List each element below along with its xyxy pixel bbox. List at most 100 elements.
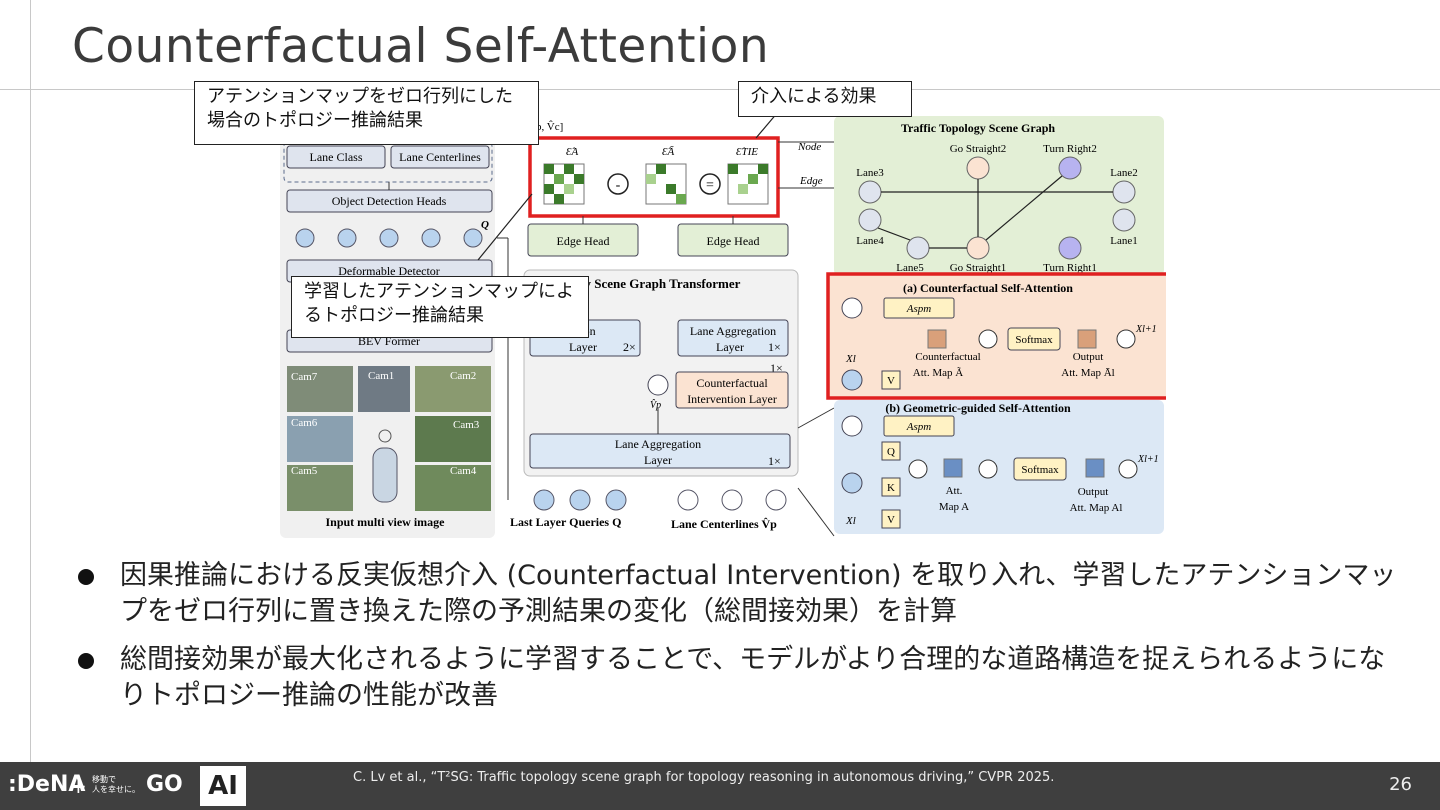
node-go-straight2: Go Straight2: [950, 143, 1007, 155]
lane-class-box: [286, 145, 386, 169]
query-circles: [295, 228, 483, 248]
node-go-straight1: Go Straight1: [950, 262, 1007, 274]
bullet-item: 総間接効果が最大化されるように学習することで、モデルがより合理的な道路構造を捉え…: [78, 642, 1398, 714]
gsa-plus-operator: [978, 459, 998, 479]
eps-a-tilde-label: Ɛ̂Ã: [662, 146, 674, 158]
equals-symbol: =: [706, 178, 714, 193]
cfsa-aspm-box: [883, 297, 955, 319]
vp-vc-label: p, V̂c]: [536, 120, 563, 133]
slide-title: Counterfactual Self-Attention: [72, 19, 770, 74]
go-tagline-line2: 人を幸せに。: [92, 785, 140, 794]
callout-intervention-effect: 介入による効果: [738, 81, 912, 117]
cfsa-highlight-box: [826, 272, 1166, 400]
gsa-xl1-label: Xl+1: [1137, 454, 1159, 465]
cam4-label: Cam4: [450, 465, 477, 477]
agg-right-box: [677, 319, 789, 357]
footer-bar: :DeNA + 移動で 人を幸せに。 GO AI C. Lv et al., “…: [0, 762, 1440, 810]
cfsa-plus-operator: [978, 329, 998, 349]
bullet-item: 因果推論における反実仮想介入 (Counterfactual Intervent…: [78, 558, 1398, 630]
gsa-att-label-1: Att.: [946, 485, 963, 497]
cf-layer-label-2: Intervention Layer: [687, 392, 777, 406]
lane-centerlines-bottom-label: Lane Centerlines V̂p: [671, 517, 777, 531]
gsa-att-label-2: Map A: [939, 501, 969, 513]
cf-att-label-2: Att. Map Ã: [913, 367, 963, 379]
cf-layer-box: [675, 371, 789, 409]
dena-logo: :DeNA: [8, 772, 86, 797]
bullet-text: 総間接効果が最大化されるように学習することで、モデルがより合理的な道路構造を捉え…: [120, 644, 1386, 711]
edge-head-1-label: Edge Head: [557, 234, 610, 248]
agg-right-mult: 1×: [768, 340, 781, 354]
cfsa-softmax-box: [1007, 327, 1061, 351]
node-lane4: Lane4: [856, 235, 884, 247]
gsa-multiply-2: [1118, 459, 1138, 479]
cf-layer-label-1: Counterfactual: [696, 376, 768, 390]
go-logo: GO: [146, 772, 183, 797]
matrix-a: [543, 163, 585, 205]
edge-head-2-label: Edge Head: [707, 234, 760, 248]
agg-left-mult: 2×: [623, 340, 636, 354]
cam3-label: Cam3: [453, 419, 480, 431]
cfsa-multiply-operator: [1116, 329, 1136, 349]
callout-zero-matrix-text: アテンションマップをゼロ行列にした場合のトポロジー推論結果: [207, 86, 513, 131]
go-tagline-line1: 移動で: [92, 775, 116, 784]
minus-symbol: -: [616, 178, 621, 193]
bullet-text: 因果推論における反実仮想介入 (Counterfactual Intervent…: [120, 560, 1397, 627]
node-turn-right1: Turn Right1: [1043, 262, 1097, 274]
callout-zero-matrix: アテンションマップをゼロ行列にした場合のトポロジー推論結果: [194, 81, 539, 145]
eps-tie-label: Ɛ̂TIE: [736, 146, 758, 158]
gsa-q-label: Q: [887, 446, 895, 458]
lane-centerlines-label: Lane Centerlines: [399, 150, 481, 164]
cfsa-output-label-2: Att. Map Āl: [1061, 367, 1114, 379]
cf-att-map-icon: [927, 329, 947, 349]
cam7-label: Cam7: [291, 371, 318, 383]
gsa-output-map-icon: [1085, 458, 1105, 478]
agg-bottom-label-1: Lane Aggregation: [615, 437, 701, 451]
cfsa-title: (a) Counterfactual Self-Attention: [903, 281, 1073, 295]
scene-graph-title: Traffic Topology Scene Graph: [901, 121, 1055, 135]
gsa-output-label-1: Output: [1078, 486, 1109, 498]
gsa-softmax-box: [1013, 457, 1067, 481]
footer-plus: +: [70, 774, 87, 798]
q-out-label: Q: [481, 219, 489, 231]
gsa-k-label: K: [887, 482, 895, 494]
cam6-label: Cam6: [291, 417, 318, 429]
bottom-input-circles: [533, 489, 787, 511]
graph-edges: [877, 175, 1113, 249]
node-lane1: Lane1: [1110, 235, 1137, 247]
minus-operator: [607, 173, 629, 195]
camera-images: [287, 366, 491, 511]
gsa-xl-label: Xl: [845, 515, 856, 527]
gsa-aspm-box: [883, 415, 955, 437]
cam5-label: Cam5: [291, 465, 318, 477]
gsa-softmax-label: Softmax: [1021, 464, 1059, 476]
node-turn-right2: Turn Right2: [1043, 143, 1097, 155]
input-image-label: Input multi view image: [325, 515, 445, 529]
eps-a-label: Ɛ̂A: [566, 146, 578, 158]
gsa-v-label: V: [887, 514, 895, 526]
gsa-multiply-1: [908, 459, 928, 479]
cam2-label: Cam2: [450, 370, 476, 382]
lane-centerlines-box: [390, 145, 490, 169]
wave-icon: [647, 374, 669, 396]
gsa-title: (b) Geometric-guided Self-Attention: [885, 401, 1071, 415]
last-layer-queries-label: Last Layer Queries Q: [510, 515, 621, 529]
graph-node-circles: [858, 156, 1136, 260]
t2sg-architecture-figure: Lane Class Lane Centerlines Object Detec…: [280, 111, 1166, 538]
bullet-dot-icon: [78, 569, 94, 585]
gsa-input-circle: [841, 472, 863, 494]
agg-bottom-box: [529, 433, 791, 469]
cfsa-xl1-label: Xl+1: [1135, 324, 1157, 335]
agg-bottom-label-2: Layer: [644, 453, 672, 467]
scene-graph-panel: [834, 116, 1164, 276]
cfsa-input-circle: [841, 369, 863, 391]
gsa-k-box: [881, 477, 901, 497]
callout-intervention-effect-text: 介入による効果: [751, 86, 877, 107]
matrix-tie: [727, 163, 769, 205]
cfsa-wave-icon: [841, 297, 863, 319]
agg-left-label-2: Layer: [569, 340, 597, 354]
cfsa-xl-label: Xl: [845, 353, 856, 365]
gsa-att-map-icon: [943, 458, 963, 478]
cfsa-v-label: V: [887, 375, 895, 387]
ai-badge: AI: [200, 766, 246, 806]
agg-right-label-1: Lane Aggregation: [690, 324, 776, 338]
